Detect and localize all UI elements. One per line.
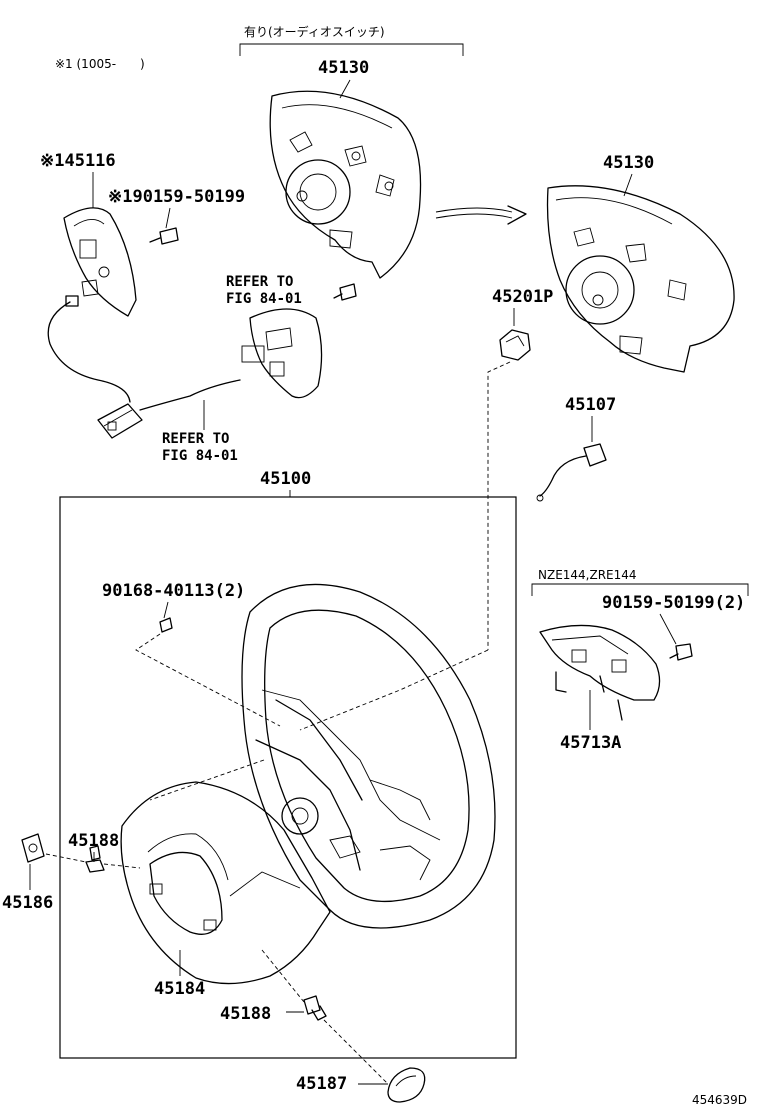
model-note: NZE144,ZRE144 [538, 568, 637, 582]
label-45184: 45184 [154, 979, 205, 999]
label-90159-right: 90159-50199(2) [602, 593, 745, 613]
connector-left [97, 403, 143, 439]
label-45187: 45187 [296, 1074, 347, 1094]
label-45116: ※145116 [40, 151, 116, 171]
bolt-90159-top [149, 227, 179, 245]
label-90159-top: ※190159-50199 [108, 187, 245, 207]
cap-45186 [21, 833, 45, 863]
label-90168: 90168-40113(2) [102, 581, 245, 601]
label-45713a: 45713A [560, 733, 621, 753]
dash-45201p [487, 361, 511, 650]
wire-45107 [536, 443, 607, 502]
refer-to-lower: REFER TO [162, 431, 229, 447]
label-45130-a: 45130 [318, 58, 369, 78]
switch-bracket-45713a [539, 624, 661, 721]
nut-45201p [499, 329, 531, 361]
audio-switch-note: 有り(オーディオスイッチ) [244, 24, 385, 39]
bolt-refer-upper [333, 283, 357, 301]
wire-harness-center [139, 379, 241, 411]
airbag-pad-upper [269, 90, 422, 279]
leader-90159-top [165, 207, 171, 229]
label-45130-b: 45130 [603, 153, 654, 173]
steering-switch-45116 [63, 207, 137, 317]
label-45188-a: 45188 [68, 831, 119, 851]
bolt-90168 [159, 617, 173, 633]
label-45100: 45100 [260, 469, 311, 489]
steering-wheel [241, 583, 496, 929]
audio-switch-bracket [239, 43, 464, 56]
switch-refer-upper [241, 308, 323, 399]
label-45107: 45107 [565, 395, 616, 415]
fig-ref-lower: FIG 84-01 [162, 448, 238, 464]
fig-ref-upper: FIG 84-01 [226, 291, 302, 307]
airbag-pad-right [546, 185, 735, 373]
dash-90168 [135, 633, 281, 727]
diagram-id: 454639D [692, 1093, 747, 1107]
assembly-frame-45100 [59, 496, 517, 1059]
leader-90159-right [659, 613, 677, 645]
wire-harness-left [47, 301, 131, 403]
transition-arrow-line [435, 207, 513, 213]
leader-90168 [163, 601, 169, 619]
steering-cover-45184 [120, 781, 331, 985]
refer-to-upper: REFER TO [226, 274, 293, 290]
label-45201p: 45201P [492, 287, 553, 307]
bolt-90159-right [669, 643, 693, 661]
serial-range-note: ※1 (1005- ) [55, 57, 145, 71]
screw-45188-b [303, 995, 327, 1021]
screw-45188-a [85, 845, 105, 873]
label-45188-b: 45188 [220, 1004, 271, 1024]
label-45186: 45186 [2, 893, 53, 913]
cap-45187 [387, 1067, 426, 1103]
model-bracket [531, 583, 749, 596]
transition-arrow-head [507, 205, 527, 225]
